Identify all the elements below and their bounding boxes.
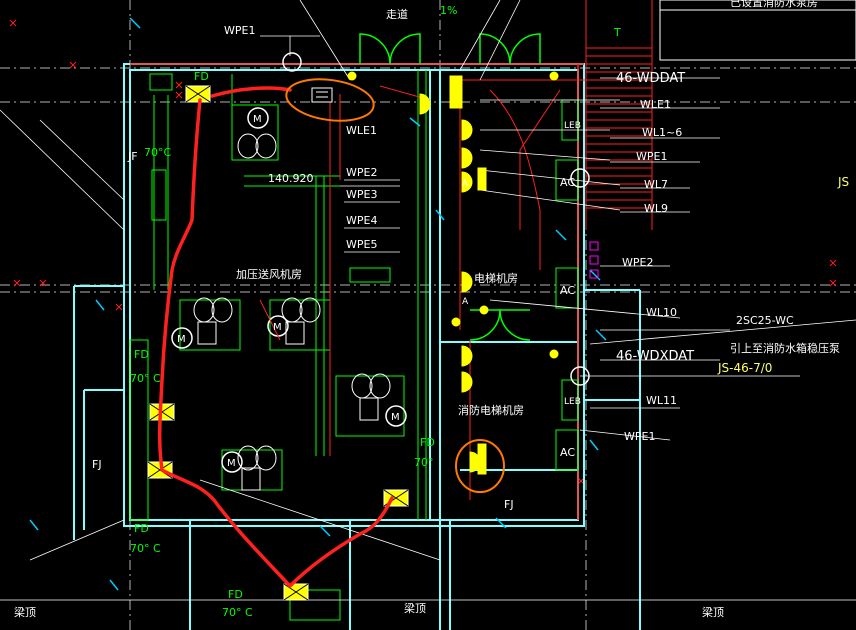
label-fd-top-temp: 70°C: [144, 146, 171, 159]
lamp-strip-icon: [449, 75, 463, 109]
label-wl7: WL7: [644, 178, 668, 191]
label-fd4: FD: [228, 588, 243, 601]
label-fd-top: FD: [194, 70, 209, 83]
label-46-wdxdat: 46-WDXDAT: [616, 349, 694, 364]
label-fan-room: 加压送风机房: [236, 267, 302, 281]
label-ac-2: AC: [560, 284, 575, 297]
label-wpe1-top: WPE1: [224, 24, 255, 37]
fire-damper-5-icon: [283, 583, 309, 601]
label-wpe4: WPE4: [346, 214, 377, 227]
grid-crosses: [9, 19, 837, 485]
label-fire-elevator-room: 消防电梯机房: [458, 403, 524, 417]
fire-dampers: [147, 85, 409, 601]
label-wpe2-a: WPE2: [346, 166, 377, 179]
label-m-4: M: [391, 412, 400, 423]
label-a-1: A: [462, 179, 469, 189]
label-wl10: WL10: [646, 306, 677, 319]
wiring: [259, 79, 600, 500]
ducts: [129, 70, 579, 621]
label-m-2: M: [177, 334, 186, 345]
label-js46: JS-46-7/0: [717, 361, 772, 375]
motor-5-icon: [221, 451, 243, 473]
label-wpe2-b: WPE2: [622, 256, 653, 269]
highlight-ellipses: [285, 78, 505, 493]
label-wpe1-lower: WPE1: [624, 430, 655, 443]
doors: [359, 33, 541, 341]
label-fd4-temp: 70° C: [222, 606, 253, 619]
label-beam-3: 梁顶: [702, 605, 724, 619]
label-elev: 140.920: [268, 172, 314, 185]
label-ac-3: AC: [560, 446, 575, 459]
lamp-1-icon: [419, 93, 431, 115]
label-leb-1: LEB: [564, 121, 581, 131]
fire-damper-1-icon: [185, 85, 211, 103]
label-fd3: FD: [134, 522, 149, 535]
label-wl9: WL9: [644, 202, 668, 215]
label-m-5: M: [227, 458, 236, 469]
label-beam-1: 梁顶: [14, 605, 36, 619]
arrow-markers: [29, 17, 607, 591]
label-wpe1-right: WPE1: [636, 150, 667, 163]
junction-boxes: [589, 241, 599, 279]
motors: [171, 52, 590, 473]
leader-lines: [0, 0, 856, 601]
label-top-text: 已设置消防水泵房: [730, 0, 818, 9]
label-corridor: 走道: [386, 7, 408, 21]
label-ac-1: AC: [560, 176, 575, 189]
label-wl1-6: WL1~6: [642, 126, 682, 139]
label-46-wddat: 46-WDDAT: [616, 71, 685, 86]
staircase: [585, 0, 653, 230]
label-fd5: FD: [420, 436, 435, 449]
label-fd5-temp: 70°: [414, 456, 434, 469]
fire-damper-6-icon: [311, 87, 333, 103]
label-wpe3: WPE3: [346, 188, 377, 201]
label-m-1: M: [253, 114, 262, 125]
label-pump-note: 引上至消防水箱稳压泵: [730, 341, 840, 355]
motor-2-icon: [171, 327, 193, 349]
label-wl11: WL11: [646, 394, 677, 407]
fan-symbols: [193, 133, 391, 491]
highlight-route: [157, 86, 394, 588]
label-leb-2: LEB: [564, 397, 581, 407]
motor-1-icon: [247, 107, 269, 129]
top-right-frame: [659, 0, 856, 61]
motor-4-icon: [385, 405, 407, 427]
label-elevator-room: 电梯机房: [474, 271, 518, 285]
label-jf: JF: [127, 150, 138, 163]
label-fd3-temp: 70° C: [130, 542, 161, 555]
label-m-3: M: [273, 322, 282, 333]
label-wle1-center: WLE1: [346, 124, 377, 137]
label-t-mark: T: [613, 26, 621, 39]
lamps: [347, 71, 559, 475]
label-js-right: JS: [837, 175, 849, 189]
label-beam-2: 梁顶: [404, 601, 426, 615]
label-a-2: A: [462, 297, 469, 307]
label-wle1-right: WLE1: [640, 98, 671, 111]
label-wpe5: WPE5: [346, 238, 377, 251]
label-fj-left: FJ: [92, 458, 102, 471]
label-pct: 1%: [440, 4, 457, 17]
label-fj-right: FJ: [504, 498, 514, 511]
label-sc25: 2SC25-WC: [736, 314, 794, 327]
label-fd2-temp: 70° C: [130, 372, 161, 385]
label-fd2: FD: [134, 348, 149, 361]
